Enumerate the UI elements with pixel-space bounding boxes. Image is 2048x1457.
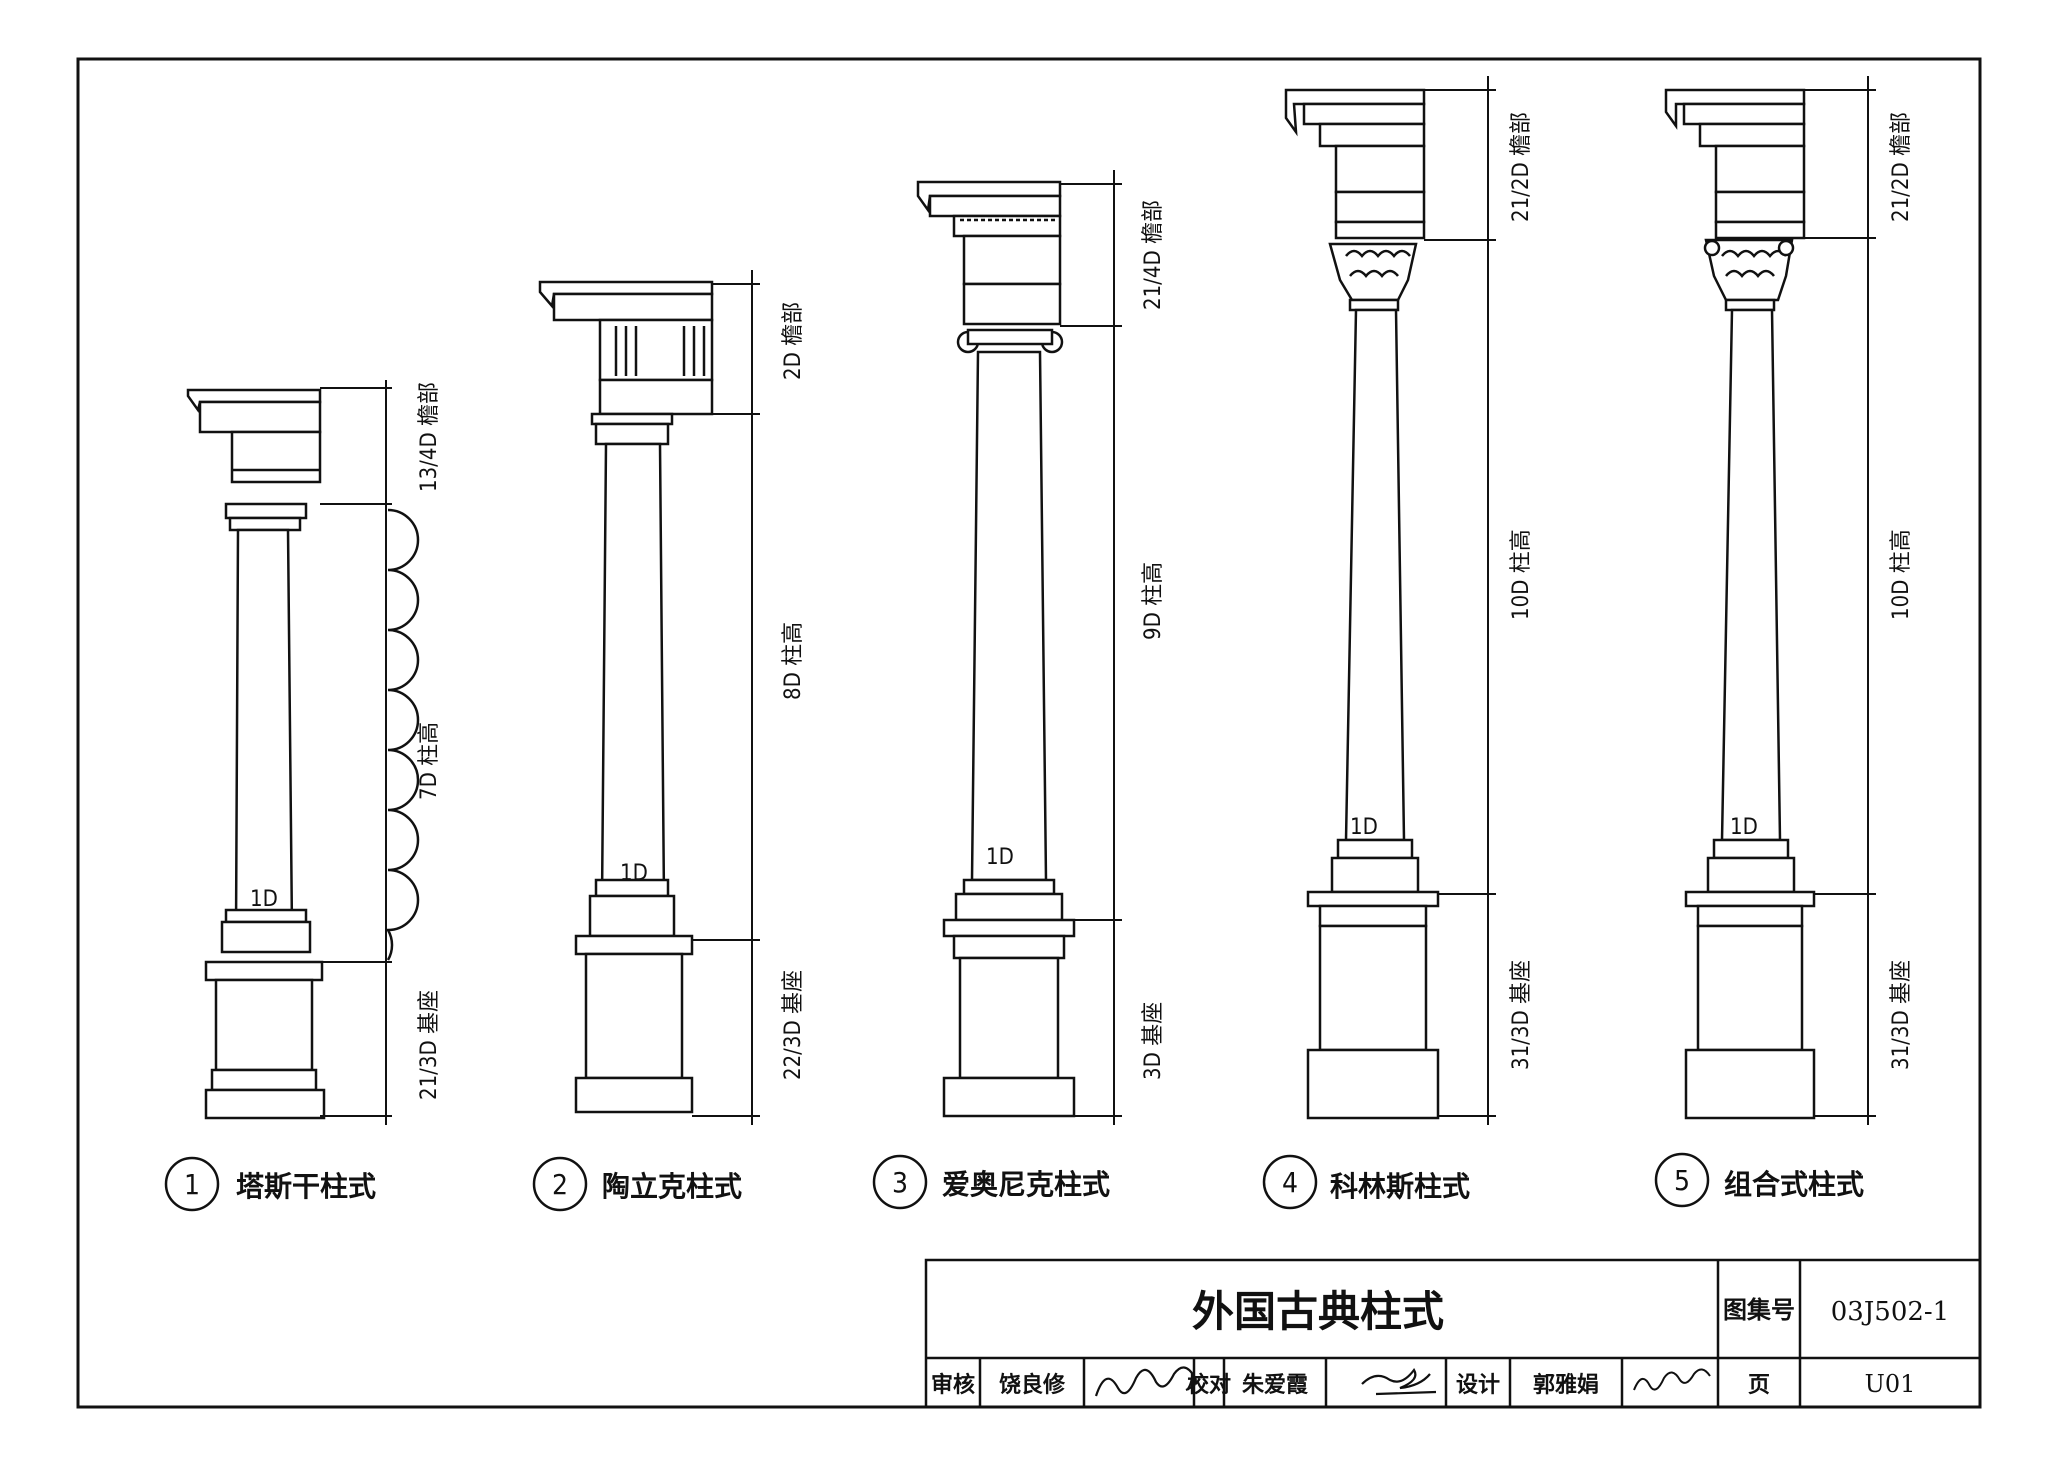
column-1-tuscan (186, 388, 326, 1120)
page-number: U01 (1865, 1370, 1916, 1398)
checker-signature (1361, 1368, 1437, 1396)
caption-3-name: 爱奥尼克柱式 (942, 1168, 1110, 1201)
caption-4: 4 科林斯柱式 (1262, 1154, 1470, 1210)
label-3-shaft: 9D 柱高 (1141, 562, 1166, 640)
caption-5: 5 组合式柱式 (1654, 1152, 1864, 1208)
caption-1: 1 塔斯干柱式 (164, 1156, 376, 1212)
caption-2-number: 2 (552, 1168, 568, 1201)
caption-4-number: 4 (1282, 1166, 1298, 1199)
label-1-entablature: 13/4D 檐部 (417, 382, 442, 492)
caption-4-name: 科林斯柱式 (1330, 1170, 1470, 1203)
label-3-entablature: 21/4D 檐部 (1141, 200, 1166, 310)
label-3-diameter: 1D (986, 845, 1014, 870)
scallop-arcs (385, 508, 420, 961)
caption-3-number: 3 (892, 1166, 908, 1199)
atlas-label: 图集号 (1723, 1296, 1795, 1324)
label-2-shaft: 8D 柱高 (781, 622, 806, 700)
column-2-doric (538, 280, 714, 1114)
page-label: 页 (1748, 1373, 1770, 1398)
designer-name: 郭雅娟 (1533, 1372, 1599, 1398)
label-5-shaft: 10D 柱高 (1889, 529, 1914, 620)
caption-1-number: 1 (184, 1168, 200, 1201)
caption-2-name: 陶立克柱式 (602, 1170, 742, 1203)
label-5-pedestal: 31/3D 基座 (1889, 960, 1914, 1070)
label-4-pedestal: 31/3D 基座 (1509, 960, 1534, 1070)
caption-5-number: 5 (1674, 1164, 1690, 1197)
caption-2-circle (532, 1156, 588, 1212)
check-label: 校对 (1187, 1372, 1231, 1398)
caption-1-name: 塔斯干柱式 (236, 1170, 376, 1203)
dimension-line-4 (1424, 76, 1496, 1125)
checker-name: 朱爱霞 (1242, 1373, 1309, 1398)
designer-signature (1633, 1368, 1711, 1391)
label-5-entablature: 21/2D 檐部 (1889, 112, 1914, 222)
dimension-line-1 (320, 380, 392, 1125)
reviewer-signature (1094, 1366, 1197, 1397)
label-1-diameter: 1D (250, 887, 278, 912)
caption-3-circle (872, 1154, 928, 1210)
label-3-pedestal: 3D 基座 (1141, 1002, 1166, 1080)
title-block (924, 1258, 1982, 1409)
dimension-line-2 (692, 270, 760, 1125)
label-2-pedestal: 22/3D 基座 (781, 970, 806, 1080)
column-5-composite (1664, 88, 1816, 1120)
column-4-corinthian (1284, 88, 1440, 1120)
label-2-entablature: 2D 檐部 (781, 302, 806, 380)
design-label: 设计 (1456, 1373, 1500, 1398)
caption-5-circle (1654, 1152, 1710, 1208)
label-5-diameter: 1D (1730, 815, 1758, 840)
dimension-line-3 (1060, 170, 1122, 1125)
label-4-diameter: 1D (1350, 815, 1378, 840)
caption-3: 3 爱奥尼克柱式 (872, 1154, 1110, 1210)
label-4-entablature: 21/2D 檐部 (1509, 112, 1534, 222)
column-3-ionic (916, 180, 1076, 1118)
drawing-title: 外国古典柱式 (1192, 1287, 1444, 1336)
caption-5-name: 组合式柱式 (1724, 1168, 1864, 1201)
label-2-diameter: 1D (620, 861, 648, 886)
atlas-number: 03J502-1 (1831, 1297, 1949, 1327)
reviewer-name: 饶良修 (999, 1372, 1066, 1398)
label-1-pedestal: 21/3D 基座 (417, 990, 442, 1100)
label-4-shaft: 10D 柱高 (1509, 529, 1534, 620)
dimension-line-5 (1804, 76, 1876, 1125)
label-1-shaft: 7D 柱高 (417, 722, 442, 800)
caption-4-circle (1262, 1154, 1318, 1210)
caption-2: 2 陶立克柱式 (532, 1156, 742, 1212)
review-label: 审核 (931, 1372, 975, 1398)
caption-1-circle (164, 1156, 220, 1212)
